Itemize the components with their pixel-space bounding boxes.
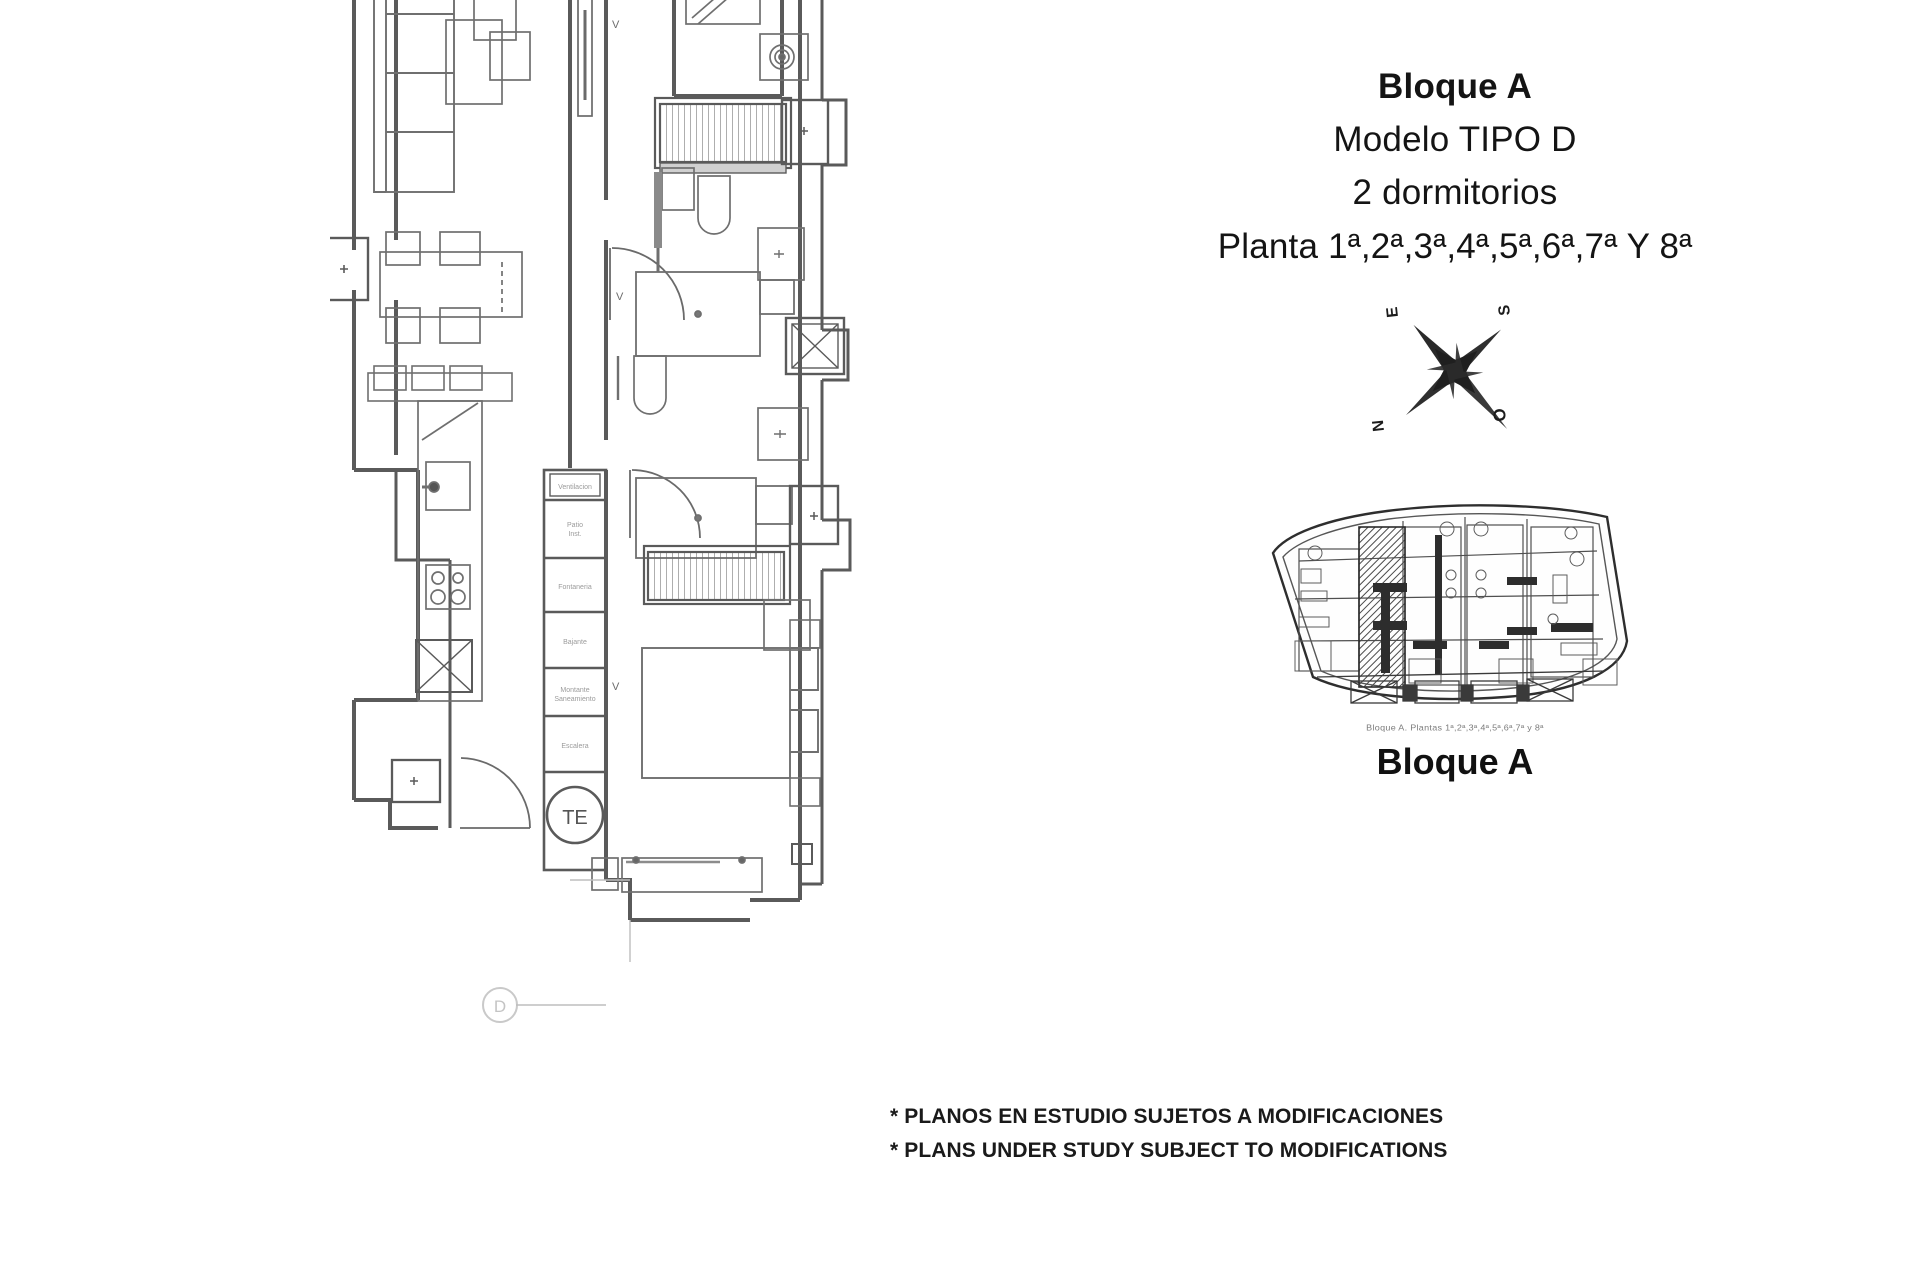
wall-left-wing-inner xyxy=(394,470,452,828)
key-plan-cores xyxy=(1373,534,1593,675)
cabinet-right-1 xyxy=(757,227,805,281)
bedrooms-title: 2 dormitorios xyxy=(1352,173,1558,213)
compass-label-south: S xyxy=(1496,303,1514,316)
svg-text:Bajante: Bajante xyxy=(563,639,587,646)
floor-plan-drawing: Ventilacion Patio Inst. Fontaneria Bajan… xyxy=(330,0,1050,1040)
window-mark-v-1: V xyxy=(612,19,620,31)
guide-lines-bottom xyxy=(516,879,631,1006)
furniture-sofa xyxy=(373,0,455,193)
cabinet-right-2 xyxy=(757,407,809,461)
wall-right-skin xyxy=(802,0,852,886)
stair-block-upper xyxy=(653,96,793,174)
window-box-right-1 xyxy=(780,98,830,166)
key-plan-fixtures xyxy=(1294,521,1618,686)
title-block: Bloque A Modelo TIPO D 2 dormitorios Pla… xyxy=(1060,60,1850,273)
wall-corridor xyxy=(568,0,750,922)
svg-text:Saneamiento: Saneamiento xyxy=(554,696,595,703)
furniture-bed-double xyxy=(641,647,819,779)
terrace-marker-label: TE xyxy=(562,807,588,829)
footer-notes: * PLANOS EN ESTUDIO SUJETOS A MODIFICACI… xyxy=(890,1100,1650,1168)
svg-text:Montante: Montante xyxy=(560,687,589,694)
window-mullion-corridor xyxy=(577,0,593,117)
key-plan-container: Bloque A. Plantas 1ª,2ª,3ª,4ª,5ª,6ª,7ª y… xyxy=(1060,491,1850,783)
key-plan-lower-band xyxy=(1316,670,1606,704)
service-shaft-labels: Ventilacion Patio Inst. Fontaneria Bajan… xyxy=(554,484,595,750)
model-title: Modelo TIPO D xyxy=(1333,120,1577,160)
key-plan-label: Bloque A xyxy=(1376,740,1534,782)
furniture-side-tables xyxy=(445,0,531,105)
door-swing-bedroom-1 xyxy=(609,247,685,321)
wall-outline-left-wing xyxy=(352,0,438,830)
window-box-right-2 xyxy=(788,484,840,546)
bathroom-1-toilet xyxy=(654,167,731,272)
window-box-bottom-left xyxy=(390,758,442,804)
footer-note-en: * PLANS UNDER STUDY SUBJECT TO MODIFICAT… xyxy=(890,1139,1448,1163)
svg-text:Patio: Patio xyxy=(567,522,583,529)
kitchen-counter xyxy=(417,400,483,702)
unit-marker-label: D xyxy=(494,997,506,1016)
furniture-bed-single-1 xyxy=(635,271,795,357)
svg-text:Inst.: Inst. xyxy=(568,531,581,538)
bathroom-2-toilet xyxy=(616,355,667,415)
wardrobe-lower xyxy=(763,599,811,651)
compass-rose-icon: E S N O xyxy=(1370,303,1514,432)
key-plan-outline xyxy=(1271,503,1629,700)
door-swing-bedroom-2 xyxy=(629,469,701,539)
window-mark-labels: V V V xyxy=(612,19,624,693)
door-swing-entrance xyxy=(460,757,531,829)
window-box-left xyxy=(330,236,370,302)
nightstands xyxy=(789,619,821,807)
bathroom-1-fixtures xyxy=(685,0,809,81)
compass-label-east: E xyxy=(1384,305,1402,318)
footer-note-es: * PLANOS EN ESTUDIO SUJETOS A MODIFICACI… xyxy=(890,1105,1444,1128)
svg-text:Fontaneria: Fontaneria xyxy=(558,584,592,591)
kitchen-upper-cabinets xyxy=(367,365,513,402)
shaft-x-right-1 xyxy=(784,316,846,376)
svg-text:Ventilacion: Ventilacion xyxy=(558,484,592,491)
corner-post-bottom-right xyxy=(791,843,813,865)
key-plan-diagram xyxy=(1271,503,1629,704)
furniture-sideboard xyxy=(591,856,763,893)
floor-plan-svg: Ventilacion Patio Inst. Fontaneria Bajan… xyxy=(330,0,852,1023)
floors-title: Planta 1ª,2ª,3ª,4ª,5ª,6ª,7ª Y 8ª xyxy=(1217,226,1693,266)
kitchen-appliance xyxy=(415,639,473,693)
window-mark-v-2: V xyxy=(612,681,620,693)
stair-block-lower xyxy=(642,544,792,606)
terrace-marker xyxy=(545,785,605,845)
svg-text:Escalera: Escalera xyxy=(561,743,588,750)
window-mark-v-3: V xyxy=(616,291,624,303)
compass-container: E S N O xyxy=(1060,299,1850,449)
info-column: Bloque A Modelo TIPO D 2 dormitorios Pla… xyxy=(1060,60,1850,783)
compass-label-west: O xyxy=(1490,407,1510,422)
key-plan-caption: Bloque A. Plantas 1ª,2ª,3ª,4ª,5ª,6ª,7ª y… xyxy=(1366,723,1544,733)
furniture-dining-set xyxy=(379,231,523,344)
block-title: Bloque A xyxy=(1378,67,1532,106)
compass-label-north: N xyxy=(1370,419,1388,432)
